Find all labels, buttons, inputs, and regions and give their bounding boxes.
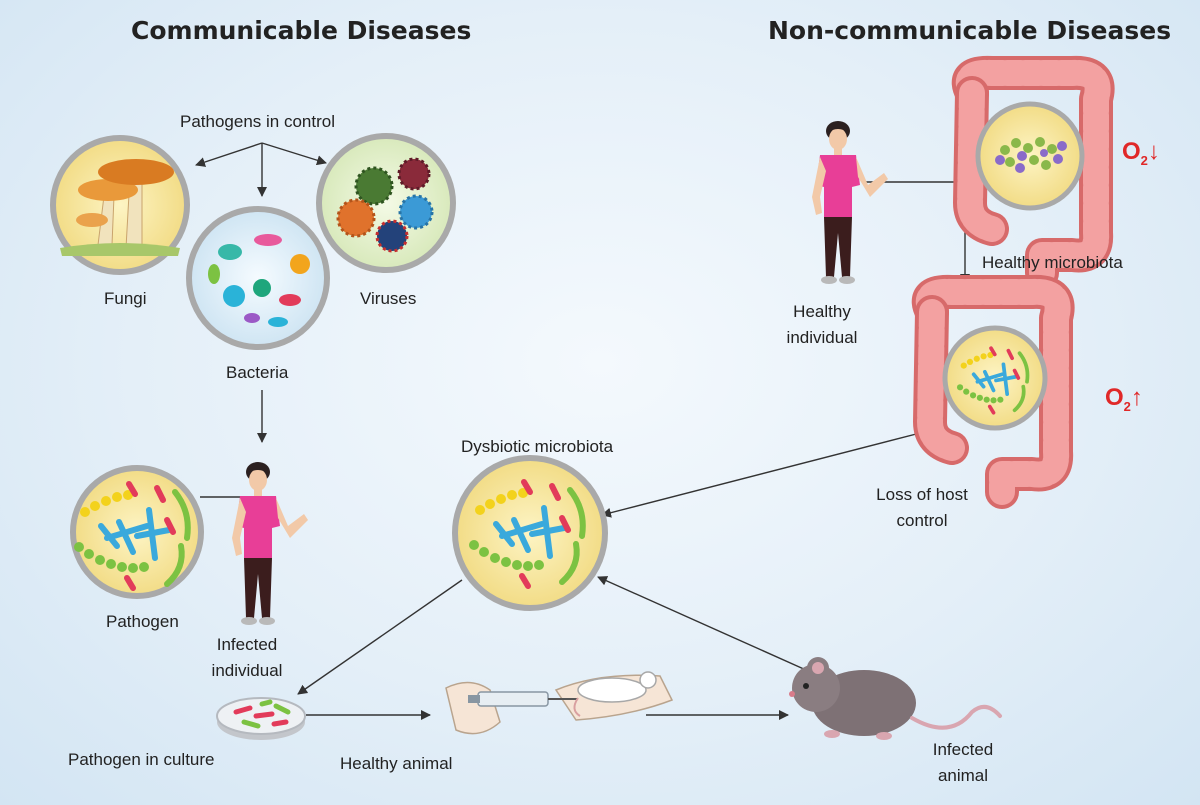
pathogen-label: Pathogen [106,612,179,631]
virus-icon [336,157,434,253]
infected-person-icon [232,462,308,625]
mouse-icon [789,657,1002,740]
arrow-loss-to-dysbiotic [601,431,925,518]
arrow-dysbiotic-to-culture [297,579,463,695]
viruses-label: Viruses [360,289,417,308]
pathogens-in-control-label: Pathogens in control [180,112,335,131]
mushroom-icon [60,159,180,256]
dysbiotic-microbiota-label: Dysbiotic microbiota [461,437,614,456]
healthy-microbes-icon [995,137,1067,173]
healthy-individual-label: Healthy individual [786,302,858,347]
oxygen-high-arrow-icon: ↑ [1130,384,1143,411]
oxygen-low-label: O2↓ [1122,138,1160,168]
oxygen-low-arrow-icon: ↓ [1147,138,1160,165]
fungi-label: Fungi [104,289,147,308]
noncommunicable-title: Non-communicable Diseases [768,16,1172,45]
petri-dish-icon [216,697,306,740]
bacteria-icon [208,234,310,327]
bacteria-label: Bacteria [226,363,289,382]
oxygen-subscript: 2 [1140,152,1148,168]
healthy-animal-label: Healthy animal [340,754,453,773]
oxygen-symbol: O [1122,138,1141,165]
arrow-to-viruses [261,142,327,166]
communicable-title: Communicable Diseases [131,16,472,45]
arrow-to-fungi [195,142,263,167]
loss-of-host-control-label: Loss of host control [876,485,968,530]
pathogen-in-culture-label: Pathogen in culture [68,750,215,769]
dysbiotic-colon [929,292,1058,492]
bacteria-circle [186,206,330,350]
oxygen-symbol: O [1105,384,1124,411]
oxygen-subscript: 2 [1123,398,1131,414]
healthy-colon [969,73,1098,273]
pathogen-circle [70,465,204,599]
fungi-circle [50,135,190,275]
healthy-microbiota-label: Healthy microbiota [982,253,1123,272]
viruses-circle [316,133,456,273]
oxygen-high-label: O2↑ [1105,384,1143,414]
healthy-person-icon [812,121,888,284]
arrow-infected-to-dysbiotic [597,576,807,671]
infected-animal-label: Infected animal [932,740,994,785]
dysbiotic-microbiota-circle [452,455,608,611]
injection-icon [445,671,674,735]
infected-individual-label: Infected individual [211,635,283,680]
